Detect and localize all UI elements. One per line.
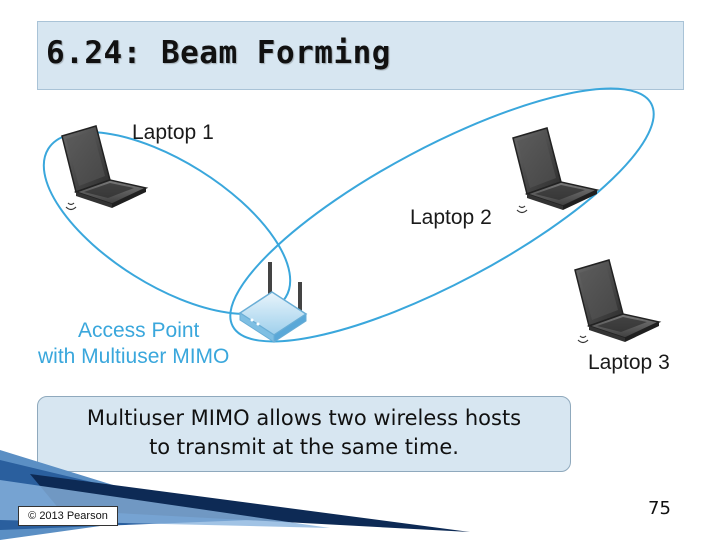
laptop-3-icon [574, 259, 660, 343]
title-bar: 6.24: Beam Forming [37, 21, 684, 90]
laptop-1-signal-icon [65, 202, 77, 211]
access-point-label-line-2: with Multiuser MIMO [38, 345, 230, 368]
laptop-2-icon [512, 127, 598, 211]
bottom-swoosh-decoration [0, 450, 470, 540]
copyright-notice: © 2013 Pearson [18, 506, 118, 526]
laptop-1-label: Laptop 1 [132, 121, 214, 144]
laptop-2-label: Laptop 2 [410, 206, 492, 229]
beam-to-laptop-2 [229, 87, 655, 343]
laptop-2-signal-icon [516, 205, 528, 214]
caption-box: Multiuser MIMO allows two wireless hosts… [37, 396, 571, 472]
access-point-icon [238, 262, 308, 343]
access-point-label-line-1: Access Point [78, 319, 200, 342]
caption-line-2: to transmit at the same time. [149, 435, 459, 459]
beam-to-laptop-1 [42, 131, 292, 315]
laptop-3-label: Laptop 3 [588, 351, 670, 374]
page-number: 75 [648, 498, 671, 519]
laptop-3-signal-icon [577, 335, 589, 344]
slide-title: 6.24: Beam Forming [46, 35, 391, 71]
access-point-label: Access Point with Multiuser MIMO [38, 318, 229, 370]
caption-line-1: Multiuser MIMO allows two wireless hosts [86, 406, 522, 430]
